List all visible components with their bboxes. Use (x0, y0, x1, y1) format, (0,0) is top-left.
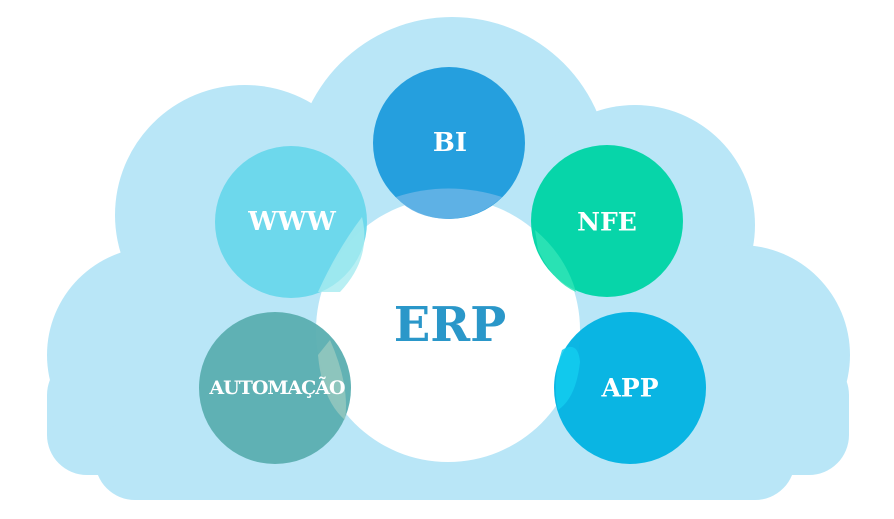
overlap-bi-center (396, 188, 502, 219)
node-label-www: WWW (247, 207, 336, 237)
node-label-bi: BI (433, 128, 467, 158)
node-circle-bi (373, 67, 525, 219)
overlap-nfe-center (535, 230, 576, 292)
overlap-www-center (318, 217, 365, 292)
node-label-automacao: AUTOMAÇÃO (208, 376, 345, 399)
node-circle-automacao (199, 312, 351, 464)
node-label-nfe: NFE (577, 208, 637, 237)
node-label-app: APP (601, 374, 659, 403)
node-circle-nfe (531, 145, 683, 297)
overlap-automacao-center (318, 340, 346, 420)
overlap-app-center (555, 346, 580, 410)
node-circle-app (554, 312, 706, 464)
center-circle (316, 198, 580, 462)
node-circle-www (215, 146, 367, 298)
center-label-erp: ERP (394, 297, 507, 353)
